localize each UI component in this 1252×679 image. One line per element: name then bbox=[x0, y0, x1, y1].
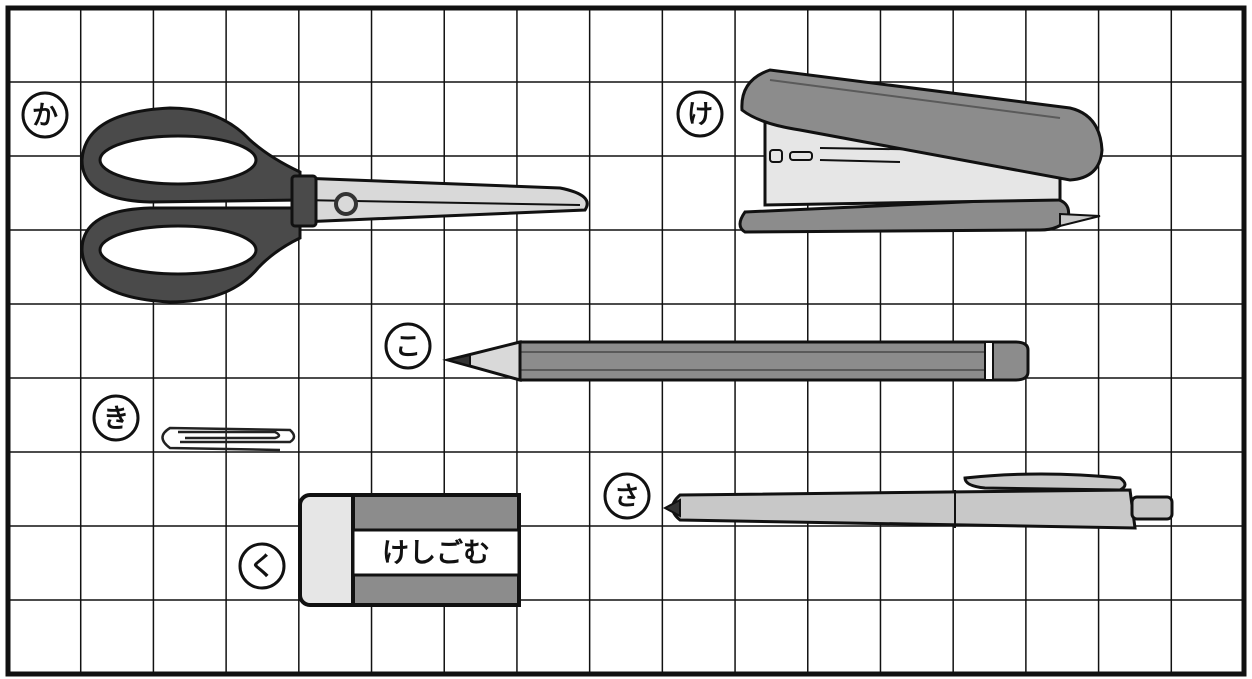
label-eraser: く bbox=[238, 542, 286, 590]
eraser-text: けしごむ bbox=[382, 537, 490, 569]
svg-text:け: け bbox=[687, 100, 713, 130]
svg-text:く: く bbox=[249, 552, 275, 582]
ballpoint-pen bbox=[662, 472, 1174, 530]
label-pencil: こ bbox=[384, 322, 432, 370]
label-stapler: け bbox=[676, 90, 724, 138]
stapler bbox=[738, 68, 1104, 234]
eraser: けしごむ bbox=[298, 493, 521, 607]
svg-text:さ: さ bbox=[614, 482, 640, 512]
label-pen: さ bbox=[603, 472, 651, 520]
pencil bbox=[442, 340, 1030, 382]
grid-border bbox=[5, 5, 1247, 677]
label-scissors: か bbox=[21, 91, 69, 139]
scissors bbox=[80, 106, 589, 304]
svg-text:こ: こ bbox=[395, 332, 421, 362]
paperclip bbox=[161, 426, 296, 452]
svg-text:き: き bbox=[103, 404, 129, 434]
svg-text:か: か bbox=[32, 101, 58, 131]
label-paperclip: き bbox=[92, 394, 140, 442]
